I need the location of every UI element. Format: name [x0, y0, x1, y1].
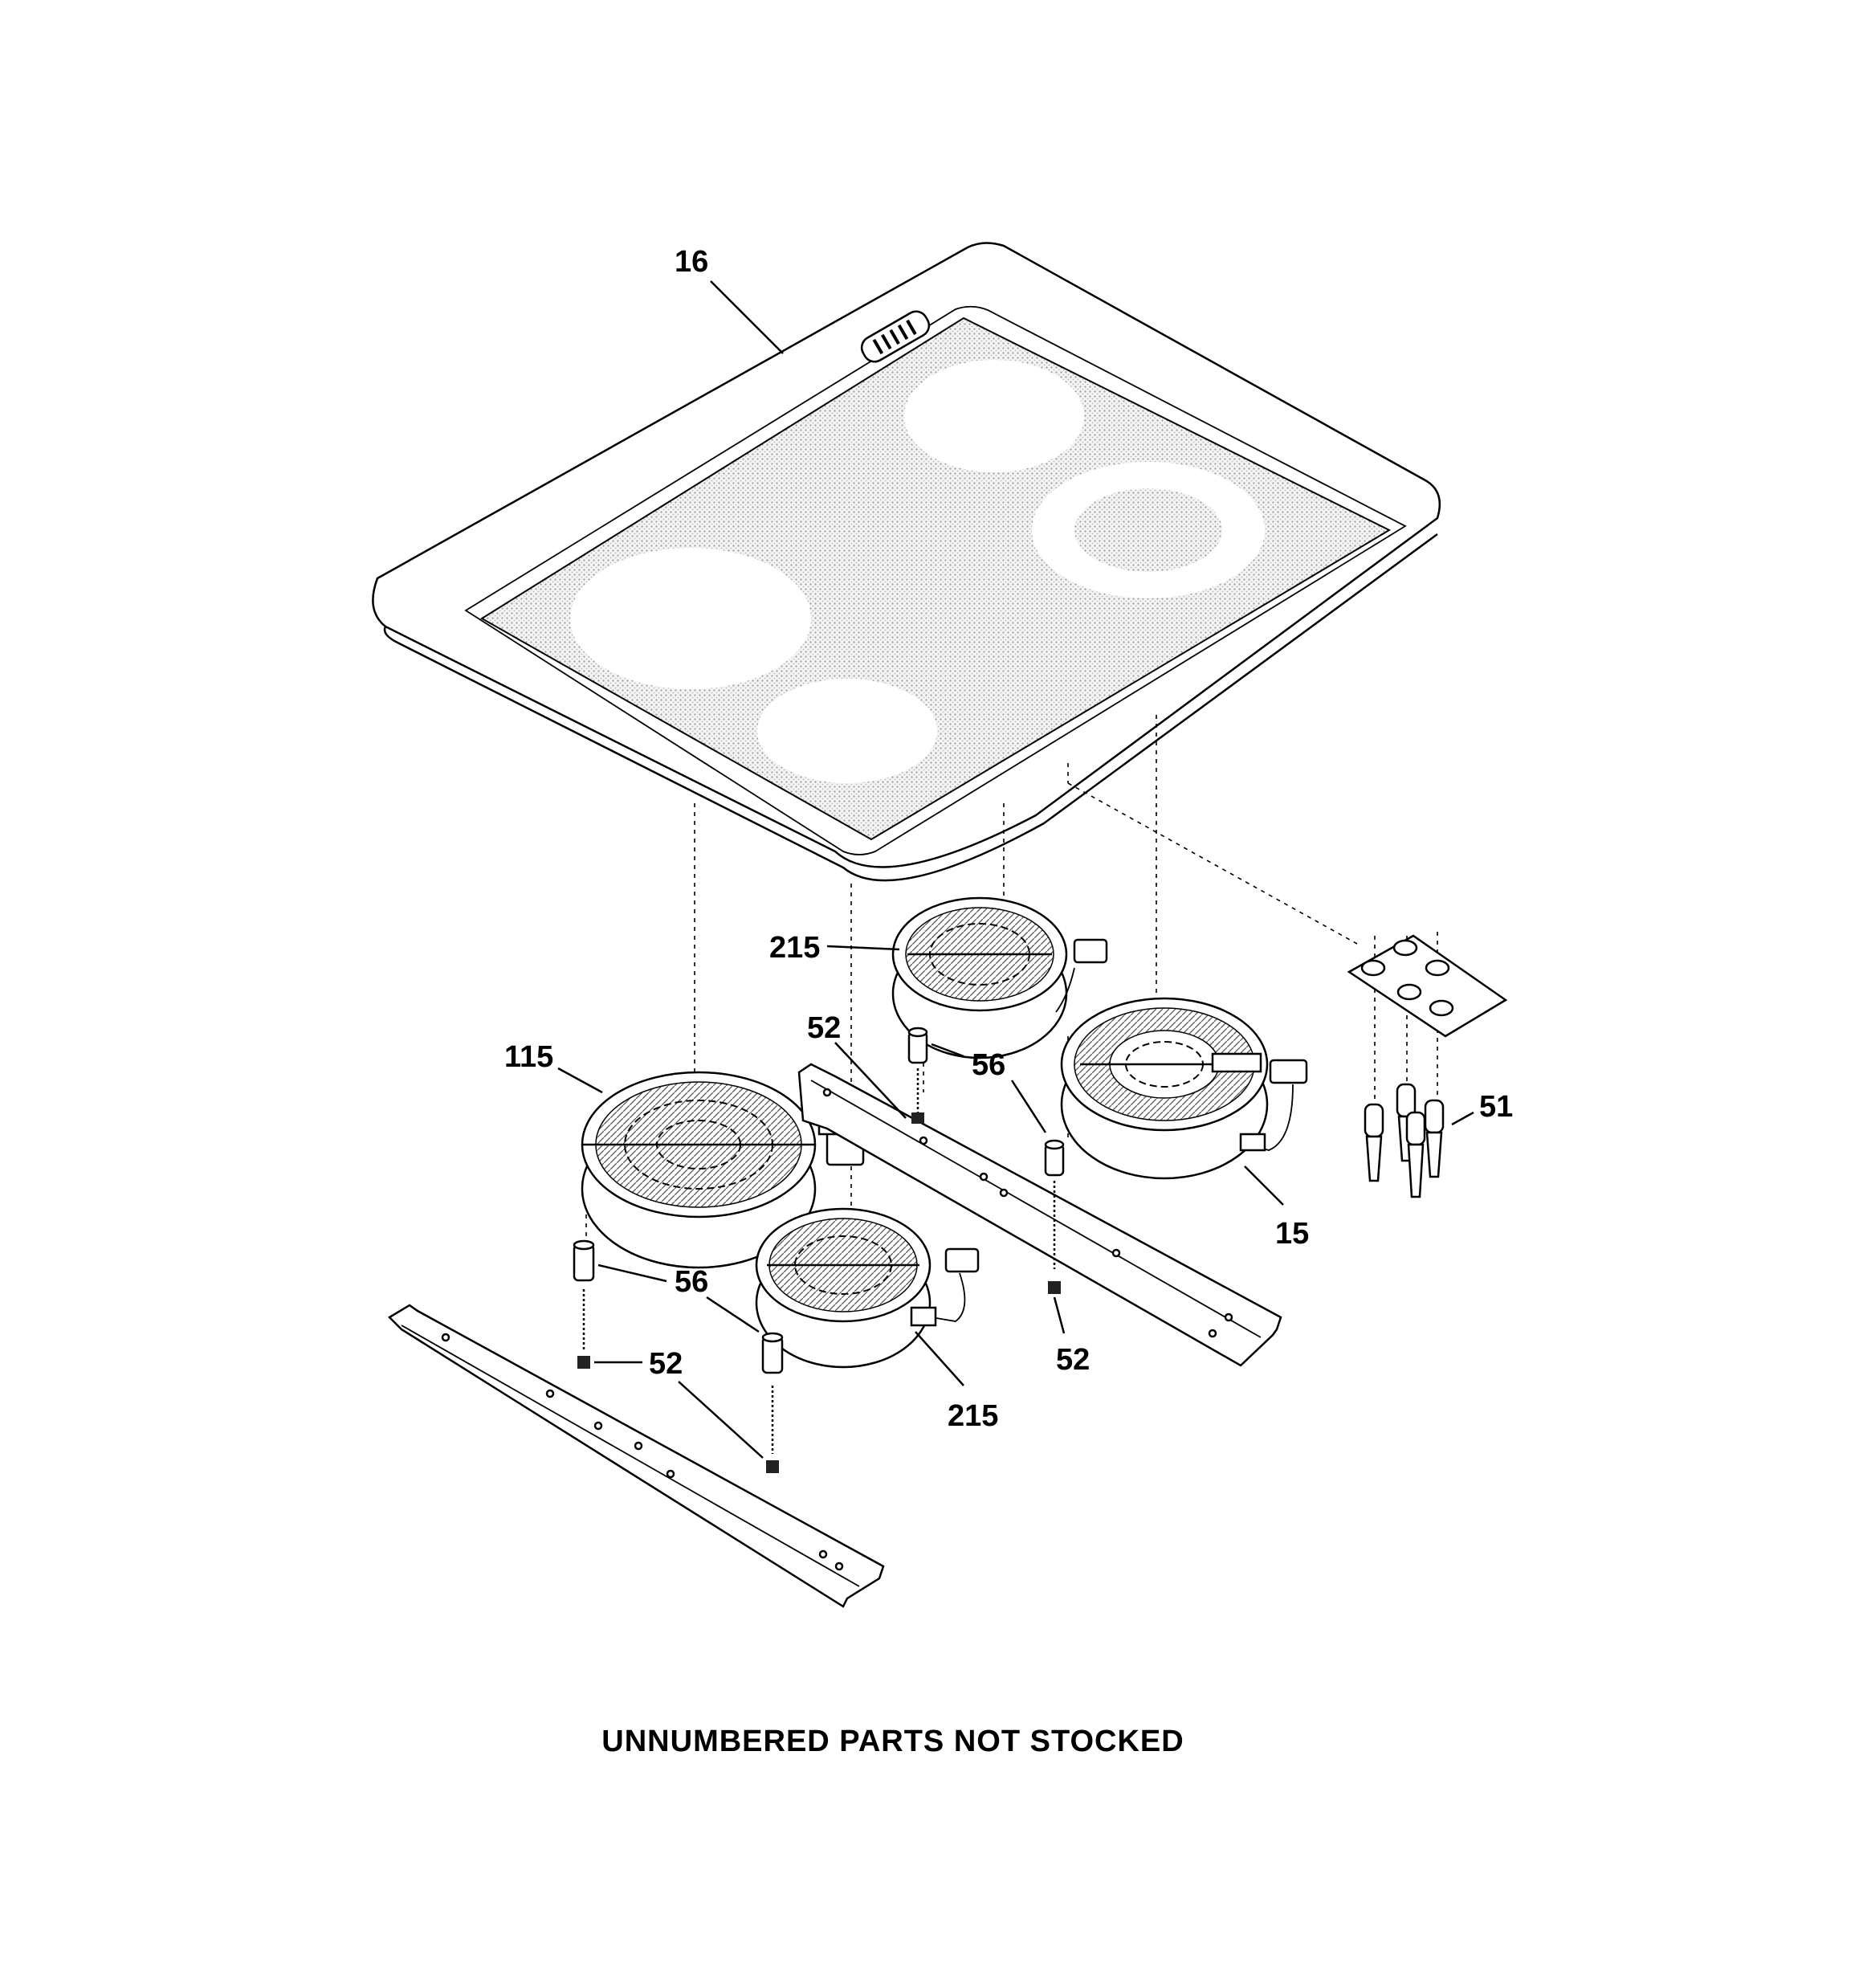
- support-bracket-left[interactable]: [387, 1304, 885, 1608]
- support-bracket-right[interactable]: [797, 1063, 1282, 1367]
- leader-line: [834, 1042, 907, 1119]
- spacer-bottom[interactable]: [761, 1332, 784, 1374]
- burner-zone-rear-left: [904, 360, 1084, 472]
- radiant-element-bottom-small[interactable]: [755, 1207, 980, 1369]
- indicator-lights[interactable]: [1364, 1083, 1445, 1198]
- spacer-left[interactable]: [573, 1239, 595, 1282]
- callout-15: 15: [1275, 1217, 1309, 1251]
- callout-215-top: 215: [769, 931, 820, 965]
- callout-51: 51: [1479, 1090, 1513, 1124]
- footer-note: UNNUMBERED PARTS NOT STOCKED: [601, 1725, 1184, 1758]
- callout-52-right: 52: [1056, 1343, 1090, 1377]
- leader-line: [931, 1043, 964, 1058]
- screw-left[interactable]: [577, 1289, 590, 1369]
- callout-56-left: 56: [675, 1265, 708, 1299]
- radiant-element-top-small[interactable]: [891, 896, 1108, 1059]
- leader-line: [706, 1296, 760, 1333]
- radiant-element-dual[interactable]: [1060, 997, 1308, 1180]
- leader-line: [826, 945, 900, 951]
- callout-16: 16: [675, 245, 708, 279]
- leader-line: [1053, 1296, 1066, 1334]
- callout-215-bottom: 215: [948, 1399, 998, 1433]
- burner-zone-front-large: [570, 548, 811, 689]
- leader-line: [1010, 1080, 1047, 1133]
- leader-line: [597, 1263, 667, 1283]
- leader-line: [1451, 1111, 1474, 1126]
- callout-56-top: 56: [972, 1048, 1005, 1082]
- indicator-lens-plate[interactable]: [1347, 934, 1508, 1038]
- callout-52-left: 52: [649, 1347, 683, 1381]
- leader-line: [915, 1331, 964, 1386]
- leader-line: [557, 1067, 603, 1094]
- leader-line: [1244, 1165, 1284, 1206]
- radiant-element-large[interactable]: [581, 1071, 869, 1269]
- callout-52-top: 52: [807, 1011, 841, 1045]
- cooktop-glass-top[interactable]: [372, 242, 1441, 882]
- screw-top[interactable]: [911, 1068, 924, 1124]
- spacer-right[interactable]: [1044, 1139, 1065, 1177]
- leader-line: [678, 1381, 764, 1459]
- leader-line: [710, 280, 784, 354]
- spacer-top[interactable]: [907, 1027, 928, 1064]
- burner-zone-front-small: [757, 679, 937, 783]
- screw-mid-right[interactable]: [1048, 1181, 1061, 1294]
- screw-bottom[interactable]: [766, 1386, 779, 1473]
- callout-115: 115: [504, 1040, 553, 1074]
